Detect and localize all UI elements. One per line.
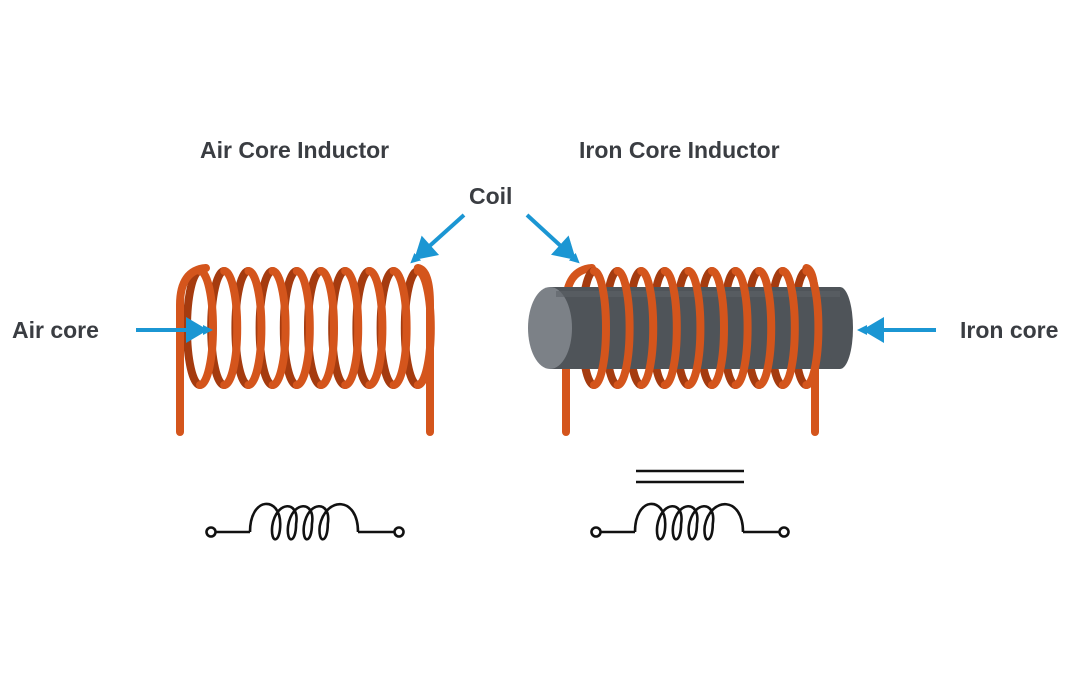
coil-turn-front xyxy=(731,267,752,389)
air-core-coil xyxy=(176,264,435,436)
iron-core-label: Iron core xyxy=(960,317,1059,343)
terminal-left xyxy=(205,526,217,538)
coil-turn-front xyxy=(317,267,338,389)
pointer-arrows xyxy=(136,213,936,343)
iron-core-arrow-head xyxy=(862,317,884,343)
iron-core-inductor-title: Iron Core Inductor xyxy=(579,137,780,163)
coil-arrow-left-head xyxy=(414,235,440,260)
coil-turn-front xyxy=(389,267,411,389)
coil-turn-front xyxy=(637,267,658,389)
coil-turn-front xyxy=(220,267,242,389)
coil-turn-front xyxy=(292,267,314,389)
coil-turn-front xyxy=(802,267,823,389)
coil-turn-front xyxy=(708,267,728,389)
iron-core-inductor xyxy=(528,264,853,436)
coil-turn-front xyxy=(268,267,290,389)
air-core-label: Air core xyxy=(12,317,99,343)
coil-turn-front xyxy=(755,267,776,389)
coil-arrow-right-head xyxy=(551,235,576,260)
coil-turn-front xyxy=(684,267,705,389)
terminal-right xyxy=(393,526,405,538)
inductor-loops xyxy=(633,502,745,541)
terminal-right xyxy=(778,526,790,538)
coil-turn-front xyxy=(778,267,799,389)
coil-turn-front xyxy=(613,267,634,389)
air-core-inductor-symbol xyxy=(205,502,405,541)
iron-core-rod xyxy=(528,287,853,369)
iron-core-inductor-symbol xyxy=(590,469,790,541)
iron-coil-front-turns xyxy=(590,267,823,389)
coil-turn-front xyxy=(660,267,681,389)
coil-turn-front xyxy=(244,267,266,389)
iron-rod-left-face xyxy=(528,287,572,369)
coil-turn-front xyxy=(341,267,363,389)
coil-label: Coil xyxy=(469,183,513,209)
coil-turn-front xyxy=(365,267,387,389)
coil-turn-front xyxy=(590,267,610,389)
inductor-loops xyxy=(248,502,360,541)
air-core-arrow-head xyxy=(186,317,208,343)
air-core-inductor-title: Air Core Inductor xyxy=(200,137,390,163)
coil-turn-front xyxy=(413,267,435,389)
terminal-left xyxy=(590,526,602,538)
iron-rod-right-end xyxy=(827,287,853,369)
